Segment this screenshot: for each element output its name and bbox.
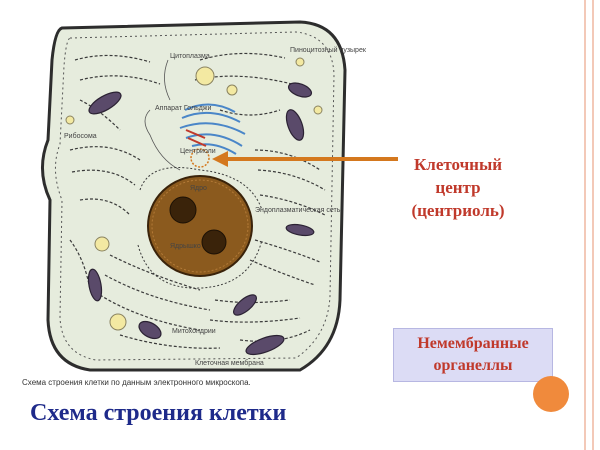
callout-line-2: центр [435,178,481,197]
label-pinocytic-vesicle: Пиноцитозный пузырек [290,46,367,54]
slide-title: Схема строения клетки [30,400,287,426]
callout-line-1: Клеточный [413,155,503,174]
slide: Цитоплазма Пиноцитозный пузырек Аппарат … [22,20,569,426]
frame-border-right [592,0,594,450]
callout-arrow [212,151,398,167]
label-nucleolus: Ядрышко [170,243,201,250]
label-cell-membrane: Клеточная мембрана [195,359,264,367]
frame-border-left [584,0,586,450]
label-ribosome: Рибосома [64,132,97,140]
golgi-apparatus [179,103,246,155]
label-er: Эндоплазматическая сеть [255,207,341,214]
label-golgi: Аппарат Гольджи [155,105,211,112]
label-centrioles: Центриоли [180,148,216,155]
nonmembrane-organelles-box[interactable]: Немембранные органеллы [393,328,553,382]
nuclear-er [137,167,263,289]
centrioles-shape [185,129,210,168]
figure-caption: Схема строения клетки по данным электрон… [22,378,251,387]
label-nucleus: Ядро [190,185,207,192]
nonmembrane-line-1: Немембранные [417,335,529,352]
callout-line-3: (центриоль) [411,201,505,220]
vesicles [65,57,323,331]
nonmembrane-line-2: органеллы [433,357,513,374]
nucleus-shape [147,175,253,277]
decorative-circle [533,376,569,412]
label-mitochondria: Митохондрии [172,328,216,335]
label-cytoplasm: Цитоплазма [170,53,210,60]
mitochondria [87,82,315,356]
leader-lines [144,59,181,171]
cell-center-callout: Клеточный центр (центриоль) [398,153,518,222]
